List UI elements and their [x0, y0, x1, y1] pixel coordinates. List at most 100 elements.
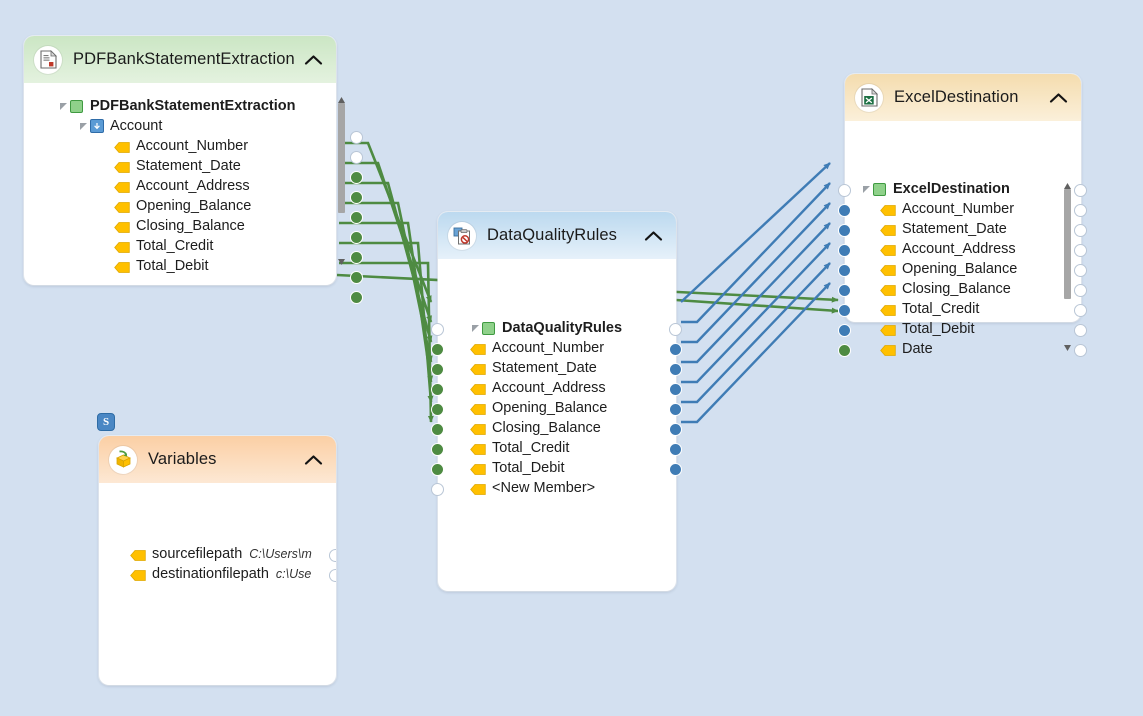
- output-port-total-credit[interactable]: [1074, 304, 1087, 317]
- input-port-total-credit[interactable]: [431, 443, 444, 456]
- vertical-scrollbar[interactable]: [337, 91, 346, 265]
- expander-icon[interactable]: [860, 179, 873, 199]
- output-port-statement-date[interactable]: [1074, 224, 1087, 237]
- input-port-root[interactable]: [838, 184, 851, 197]
- output-port-account-address[interactable]: [669, 383, 682, 396]
- field-row[interactable]: Account_Number: [470, 338, 607, 358]
- input-port-opening-balance[interactable]: [431, 403, 444, 416]
- input-port-total-credit[interactable]: [838, 304, 851, 317]
- field-row[interactable]: Total_Credit: [470, 438, 607, 458]
- expander-icon[interactable]: [77, 116, 90, 136]
- field-row[interactable]: Opening_Balance: [880, 259, 1017, 279]
- panel-header[interactable]: Variables: [99, 436, 336, 483]
- field-row[interactable]: Date: [880, 339, 1017, 359]
- field-row[interactable]: Closing_Balance: [470, 418, 607, 438]
- input-port-account-address[interactable]: [431, 383, 444, 396]
- output-port-closing-balance[interactable]: [669, 423, 682, 436]
- field-row[interactable]: Account_Address: [114, 176, 251, 196]
- field-row[interactable]: Total_Debit: [470, 458, 607, 478]
- scroll-up-arrow[interactable]: [337, 91, 346, 103]
- chevron-up-icon[interactable]: [642, 225, 664, 247]
- output-port-statement-date[interactable]: [350, 191, 363, 204]
- input-port-date[interactable]: [838, 344, 851, 357]
- chevron-up-icon[interactable]: [302, 449, 324, 471]
- output-port-account[interactable]: [350, 151, 363, 164]
- field-row[interactable]: <New Member>: [470, 478, 607, 498]
- input-port-new-member[interactable]: [431, 483, 444, 496]
- expander-icon[interactable]: [57, 96, 70, 116]
- output-port-opening-balance[interactable]: [350, 231, 363, 244]
- scrollbar-thumb[interactable]: [338, 103, 345, 213]
- output-port-opening-balance[interactable]: [1074, 264, 1087, 277]
- tree-root-row[interactable]: DataQualityRules: [469, 318, 622, 338]
- input-port-account-number[interactable]: [838, 204, 851, 217]
- field-row[interactable]: Statement_Date: [114, 156, 251, 176]
- field-row[interactable]: Opening_Balance: [470, 398, 607, 418]
- scroll-down-arrow[interactable]: [337, 253, 346, 265]
- field-row[interactable]: Total_Debit: [114, 256, 251, 276]
- output-port-total-debit[interactable]: [350, 291, 363, 304]
- scroll-up-arrow[interactable]: [1063, 177, 1072, 189]
- output-port-account-address[interactable]: [1074, 244, 1087, 257]
- output-port-statement-date[interactable]: [669, 363, 682, 376]
- field-row[interactable]: Closing_Balance: [880, 279, 1017, 299]
- input-port-closing-balance[interactable]: [431, 423, 444, 436]
- input-port-closing-balance[interactable]: [838, 284, 851, 297]
- chevron-up-icon[interactable]: [1047, 87, 1069, 109]
- output-port-account-number[interactable]: [350, 171, 363, 184]
- tree-root-row[interactable]: ExcelDestination: [860, 179, 1010, 199]
- output-port-root[interactable]: [1074, 184, 1087, 197]
- field-row[interactable]: Account_Address: [880, 239, 1017, 259]
- field-row[interactable]: Total_Credit: [880, 299, 1017, 319]
- field-row[interactable]: Statement_Date: [470, 358, 607, 378]
- output-port-total-credit[interactable]: [669, 443, 682, 456]
- panel-header[interactable]: PDFBankStatementExtraction: [24, 36, 336, 83]
- field-row[interactable]: Closing_Balance: [114, 216, 251, 236]
- output-port-account-address[interactable]: [350, 211, 363, 224]
- panel-header[interactable]: ExcelDestination: [845, 74, 1081, 121]
- field-row[interactable]: Account_Number: [880, 199, 1017, 219]
- input-port-total-debit[interactable]: [838, 324, 851, 337]
- panel-header[interactable]: DataQualityRules: [438, 212, 676, 259]
- input-port-account-address[interactable]: [838, 244, 851, 257]
- panel-pdf-bank-statement-extraction[interactable]: PDFBankStatementExtraction PDFBankStatem…: [24, 36, 363, 304]
- expander-icon[interactable]: [469, 318, 482, 338]
- field-row[interactable]: Total_Debit: [880, 319, 1017, 339]
- scroll-down-arrow[interactable]: [1063, 339, 1072, 351]
- field-row[interactable]: Total_Credit: [114, 236, 251, 256]
- panel-data-quality-rules[interactable]: DataQualityRules DataQualityRules Accoun…: [431, 212, 682, 591]
- panel-excel-destination[interactable]: ExcelDestination ExcelDestination Accoun…: [838, 74, 1087, 357]
- input-port-statement-date[interactable]: [838, 224, 851, 237]
- input-port-root[interactable]: [431, 323, 444, 336]
- tree-group-row-account[interactable]: Account: [77, 116, 162, 136]
- tree-root-row[interactable]: PDFBankStatementExtraction: [57, 96, 295, 116]
- output-port-closing-balance[interactable]: [1074, 284, 1087, 297]
- output-port-root[interactable]: [350, 131, 363, 144]
- field-row[interactable]: Opening_Balance: [114, 196, 251, 216]
- scrollbar-thumb[interactable]: [1064, 189, 1071, 299]
- chevron-up-icon[interactable]: [302, 49, 324, 71]
- output-port-root[interactable]: [669, 323, 682, 336]
- input-port-statement-date[interactable]: [431, 363, 444, 376]
- field-row[interactable]: Account_Address: [470, 378, 607, 398]
- input-port-opening-balance[interactable]: [838, 264, 851, 277]
- output-port-opening-balance[interactable]: [669, 403, 682, 416]
- output-port-total-debit[interactable]: [669, 463, 682, 476]
- output-port-account-number[interactable]: [669, 343, 682, 356]
- output-port-closing-balance[interactable]: [350, 251, 363, 264]
- input-port-account-number[interactable]: [431, 343, 444, 356]
- output-port-destinationfilepath[interactable]: [329, 569, 336, 582]
- vertical-scrollbar[interactable]: [1063, 177, 1072, 351]
- output-port-sourcefilepath[interactable]: [329, 549, 336, 562]
- output-port-total-debit[interactable]: [1074, 324, 1087, 337]
- output-port-date[interactable]: [1074, 344, 1087, 357]
- output-port-account-number[interactable]: [1074, 204, 1087, 217]
- field-row[interactable]: Account_Number: [114, 136, 251, 156]
- output-port-total-credit[interactable]: [350, 271, 363, 284]
- input-port-total-debit[interactable]: [431, 463, 444, 476]
- field-row[interactable]: Statement_Date: [880, 219, 1017, 239]
